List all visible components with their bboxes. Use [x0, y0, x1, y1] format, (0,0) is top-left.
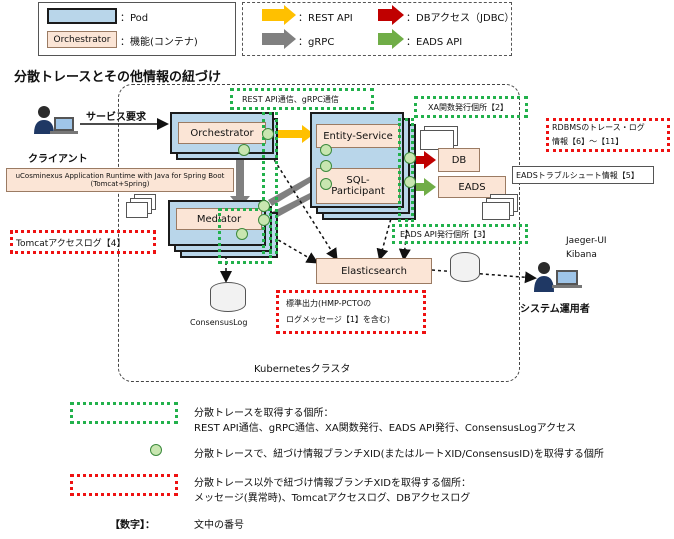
trace-dot-mediator-1 — [258, 200, 270, 212]
sql-participant-line1: SQL- — [346, 175, 370, 186]
rest-grpc-label: REST API通信、gRPC通信 — [242, 95, 339, 104]
footer-red-swatch — [70, 474, 178, 496]
footer-red-line2: メッセージ(異常時)、Tomcatアクセスログ、DBアクセスログ — [194, 493, 471, 504]
legend-pod-label: ：Pod — [120, 13, 149, 24]
runtime-line2: (Tomcat+Spring) — [90, 180, 150, 188]
operator-label: システム運用者 — [520, 304, 590, 315]
client-label: クライアント — [28, 154, 88, 165]
tomcat-log-doc-1 — [126, 202, 148, 218]
eads-trouble-box — [512, 166, 654, 184]
orch-entity-rest-arrow — [276, 125, 314, 143]
eads-box: EADS — [438, 176, 506, 198]
legend-func-swatch: Orchestrator — [47, 31, 117, 48]
footer-dot-swatch — [150, 444, 162, 456]
footer-dot-text: 分散トレースで、紐づけ情報ブランチXID(またはルートXID/Consensus… — [194, 449, 604, 460]
stdout-line2: ログメッセージ【1】を含む) — [286, 315, 391, 324]
eads-api-label: EADS API発行個所【3】 — [400, 230, 491, 239]
legend-box-left — [38, 2, 236, 56]
elasticsearch-box: Elasticsearch — [316, 258, 432, 284]
trace-dot-mediator-2 — [258, 214, 270, 226]
legend-rest-arrow — [262, 5, 296, 25]
consensuslog-label: ConsensusLog — [190, 318, 248, 327]
tomcat-log-box — [10, 230, 156, 254]
legend-pod-swatch — [47, 8, 117, 24]
rest-grpc-trace-box — [230, 88, 374, 110]
jaeger-line2: Kibana — [566, 250, 597, 260]
footer-red-line1: 分散トレース以外で紐づけ情報ブランチXIDを取得する個所： — [194, 478, 471, 489]
service-request-label: サービス要求 — [86, 112, 146, 123]
trace-dot-orch-2 — [238, 144, 250, 156]
legend-grpc-arrow — [262, 29, 296, 49]
footer-green-line2: REST API通信、gRPC通信、XA関数発行、EADS API発行、Cons… — [194, 423, 577, 434]
footer-note-key: 【数字】： — [110, 520, 155, 531]
jaeger-line1: Jaeger-UI — [566, 236, 607, 246]
trace-dot-sql-2 — [404, 176, 416, 188]
client-person-icon — [34, 106, 78, 134]
trace-dot-mediator-3 — [236, 228, 248, 240]
sql-participant-line2: Participant — [331, 186, 385, 197]
elasticsearch-cylinder — [450, 252, 480, 282]
footer-green-swatch — [70, 402, 178, 424]
db-box: DB — [438, 148, 480, 172]
legend-eads-label: ：EADS API — [406, 37, 463, 48]
sql-participant-box: SQL- Participant — [316, 168, 400, 204]
footer-green-line1: 分散トレースを取得する個所： — [194, 408, 334, 419]
xa-label: XA関数発行個所【2】 — [428, 103, 509, 112]
runtime-line1: uCosminexus Application Runtime with Jav… — [15, 172, 225, 180]
stdout-log-box — [276, 290, 426, 334]
legend-rest-label: ：REST API — [298, 13, 353, 24]
sql-db-arrow — [408, 151, 436, 169]
rdbms-log-box — [546, 118, 670, 152]
eads-trouble-label: EADSトラブルシュート情報【5】 — [516, 171, 639, 180]
operator-person-icon — [534, 262, 582, 292]
footer-note-value: 文中の番号 — [194, 520, 244, 531]
rdbms-line2: 情報【6】～【11】 — [552, 137, 624, 146]
rdbms-line1: RDBMSのトレース・ログ — [552, 123, 645, 132]
legend-db-label: ：DBアクセス（JDBC） — [406, 13, 515, 24]
mediator-trace-box — [218, 208, 272, 264]
sql-trace-box — [398, 118, 414, 222]
eads-doc-1 — [482, 202, 510, 220]
es-kibana-link — [431, 269, 537, 284]
legend-db-arrow — [378, 5, 404, 25]
eads-api-trace-box — [392, 224, 528, 244]
stdout-line1: 標準出力(HMP-PCTOの — [286, 299, 372, 308]
runtime-box: uCosminexus Application Runtime with Jav… — [6, 168, 234, 192]
kubernetes-label: Kubernetesクラスタ — [254, 364, 351, 375]
diagram-title: 分散トレースとその他情報の紐づけ — [14, 70, 221, 85]
sql-eads-arrow — [408, 178, 436, 196]
xa-trace-box — [414, 96, 528, 118]
consensuslog-cylinder — [210, 282, 246, 312]
orchestrator-box: Orchestrator — [178, 122, 266, 144]
trace-dot-entity-2 — [320, 160, 332, 172]
trace-dot-entity — [320, 144, 332, 156]
trace-dot-sql-1 — [404, 152, 416, 164]
tomcat-log-label: Tomcatアクセスログ【4】 — [16, 239, 126, 249]
legend-func-label: ：機能(コンテナ) — [120, 37, 198, 48]
trace-dot-orch — [262, 128, 274, 140]
xa-doc-2 — [420, 130, 454, 150]
legend-grpc-label: ：gRPC — [298, 37, 335, 48]
orch-mediator-grpc-arrow — [230, 150, 250, 208]
legend-box-right — [242, 2, 512, 56]
kubernetes-cluster — [118, 84, 520, 382]
legend-eads-arrow — [378, 29, 404, 49]
trace-dot-sql-3 — [320, 178, 332, 190]
